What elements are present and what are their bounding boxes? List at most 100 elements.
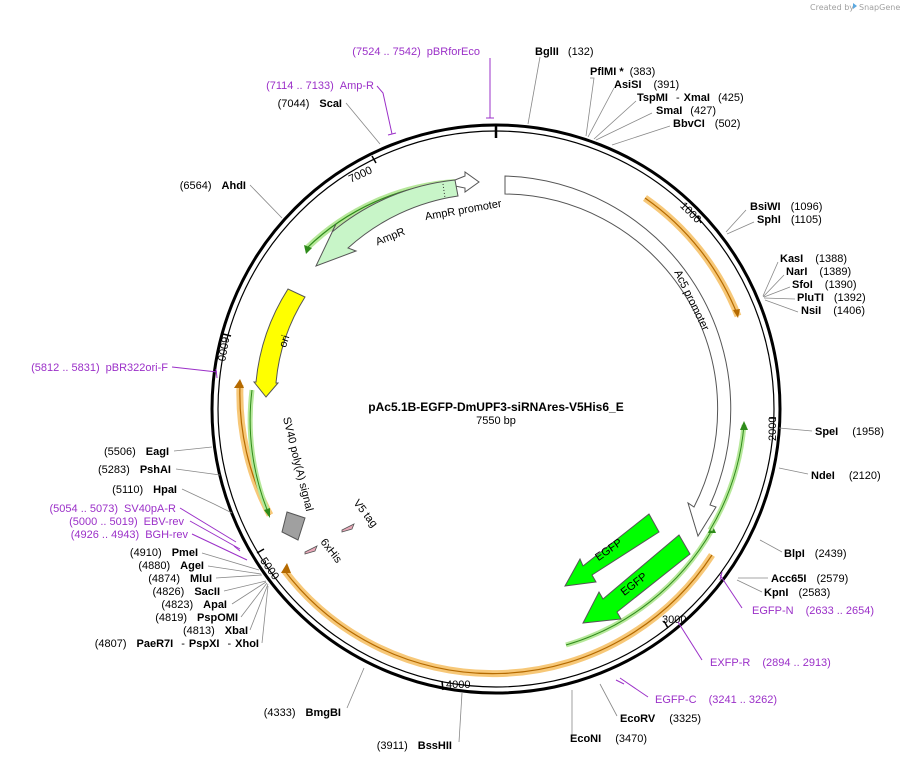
tick-3000 <box>663 620 669 629</box>
plasmid-length: 7550 bp <box>476 415 516 427</box>
site-kpni: KpnI(2583) <box>764 587 830 599</box>
tick-label-6000: 6000 <box>215 336 231 362</box>
orf-arc-left-inner <box>247 389 271 513</box>
feature-label-sv40: SV40 poly(A) signal <box>280 416 315 513</box>
orf-arc-left-inner-head <box>264 508 270 518</box>
orf-arc-bottom-outer-head <box>281 563 291 573</box>
tick-label-2000: 2000 <box>767 417 779 441</box>
site-bmgbi: (4333)BmgBI <box>264 707 341 719</box>
primer-leaders <box>171 58 743 698</box>
leader-xbai <box>249 583 269 631</box>
primer-pbr322ori-f: (5812 .. 5831)pBR322ori-F <box>31 362 168 374</box>
primer-leader-pbr322ori <box>171 366 218 373</box>
feature-label-v5: V5 tag <box>351 497 380 529</box>
leader-pflmi <box>585 77 595 137</box>
site-spei: SpeI(1958) <box>815 426 884 438</box>
leader-bglii <box>527 56 541 125</box>
leader-paer7i <box>261 585 269 644</box>
site-sacii: (4826)SacII <box>153 586 220 598</box>
leader-apai <box>231 581 267 605</box>
primer-egfp-n: EGFP-N(2633 .. 2654) <box>752 605 874 617</box>
leader-pmei <box>201 552 260 571</box>
primer-mark-egfpc <box>615 679 625 685</box>
site-hpai: (5110)HpaI <box>112 484 177 496</box>
primer-exfp-r: EXFP-R(2894 .. 2913) <box>710 657 831 669</box>
primer-bgh-rev: (4926 .. 4943)BGH-rev <box>71 529 189 541</box>
site-ndei: NdeI(2120) <box>811 470 881 482</box>
leader-smai <box>595 112 653 141</box>
leader-agei <box>207 565 262 575</box>
tick-5000 <box>256 548 265 554</box>
primer-leader-ampr <box>376 85 393 135</box>
primer-egfp-c: EGFP-C(3241 .. 3262) <box>655 694 777 706</box>
orf-arc-right-inner-line <box>709 424 745 531</box>
orf-arc-bottom-outer-line <box>283 554 713 675</box>
primer-mark-ampr <box>387 132 397 136</box>
egfp-arrow-2 <box>582 534 691 624</box>
site-sfoi: SfoI(1390) <box>792 279 857 291</box>
site-sphi: SphI(1105) <box>757 214 822 226</box>
tick-4000 <box>441 680 444 691</box>
primer-leader-egfpn <box>719 574 743 609</box>
tick-label-3000: 3000 <box>662 614 686 626</box>
site-ecorv: EcoRV(3325) <box>620 713 701 725</box>
site-pflmi: PflMI *(383) <box>590 66 655 78</box>
site-kasi: KasI(1388) <box>780 253 847 265</box>
ampr-promoter-arrow <box>454 171 480 193</box>
site-blpi: BlpI(2439) <box>784 548 847 560</box>
site-acc65i: Acc65I(2579) <box>771 573 848 585</box>
site-eagi: (5506)EagI <box>104 446 169 458</box>
primer-leader-sv40pa <box>179 507 237 543</box>
leader-nari <box>762 274 785 298</box>
leader-nsii <box>764 299 799 313</box>
primer-mark-sv40 <box>233 545 241 552</box>
leader-bsiwi <box>725 209 747 233</box>
site-nsii: NsiI(1406) <box>801 305 865 317</box>
site-mlui: (4874)MluI <box>148 573 212 585</box>
site-ahdi: (6564)AhdI <box>180 180 246 192</box>
leader-bsshii <box>458 692 463 743</box>
feature-label-ac5: Ac5 promoter <box>671 268 711 333</box>
tick-6000 <box>222 333 232 337</box>
site-pshai: (5283)PshAI <box>98 464 171 476</box>
primer-amp-r: (7114 .. 7133)Amp-R <box>266 80 374 92</box>
primer-leader-ebv <box>189 520 241 550</box>
site-xbai: (4813)XbaI <box>183 625 248 637</box>
leader-bmgbi <box>346 667 365 709</box>
site-bsshii: (3911)BssHII <box>377 740 452 752</box>
leader-sacii <box>223 580 267 592</box>
leader-scai <box>345 102 381 145</box>
site-pmei: (4910)PmeI <box>130 547 198 559</box>
site-apai: (4823)ApaI <box>161 599 227 611</box>
site-pspomi: (4819)PspOMI <box>155 612 238 624</box>
primer-leader-exfpr <box>677 621 703 661</box>
ori-arrow <box>252 288 306 398</box>
leader-sfoi <box>763 286 791 298</box>
site-nari: NarI(1389) <box>786 266 851 278</box>
site-agei: (4880)AgeI <box>138 560 204 572</box>
leader-ndei <box>778 467 809 475</box>
orf-arc-left-outer-head <box>234 379 244 388</box>
primer-pbrforeco: (7524 .. 7542)pBRforEco <box>352 46 480 58</box>
enzyme-leaders <box>173 56 813 743</box>
primer-leader-egfpc <box>619 677 649 698</box>
leader-sphi <box>726 221 755 235</box>
orf-arc-right-inner-head <box>740 421 748 430</box>
leader-bbvci <box>611 125 671 146</box>
leader-spei <box>778 427 813 432</box>
plasmid-name: pAc5.1B-EGFP-DmUPF3-siRNAres-V5His6_E <box>368 400 623 414</box>
site-bbvci: BbvCI(502) <box>673 118 740 130</box>
tick-label-1000: 1000 <box>677 200 703 226</box>
feature-label-ampr: AmpR <box>374 226 407 249</box>
orf-arcs <box>234 179 748 678</box>
leader-eagi <box>173 446 213 452</box>
leader-kasi <box>762 261 779 297</box>
orf-arc-top-right-line <box>644 197 739 317</box>
site-econi: EcoNI(3470) <box>570 733 647 745</box>
primer-mark-pbr322ori <box>215 368 218 379</box>
feature-label-ampr-promoter: AmpR promoter <box>424 198 503 223</box>
credit-brand: SnapGene <box>859 3 900 12</box>
his-tag-block <box>304 545 318 555</box>
orf-arc-top-right-head <box>733 309 740 318</box>
